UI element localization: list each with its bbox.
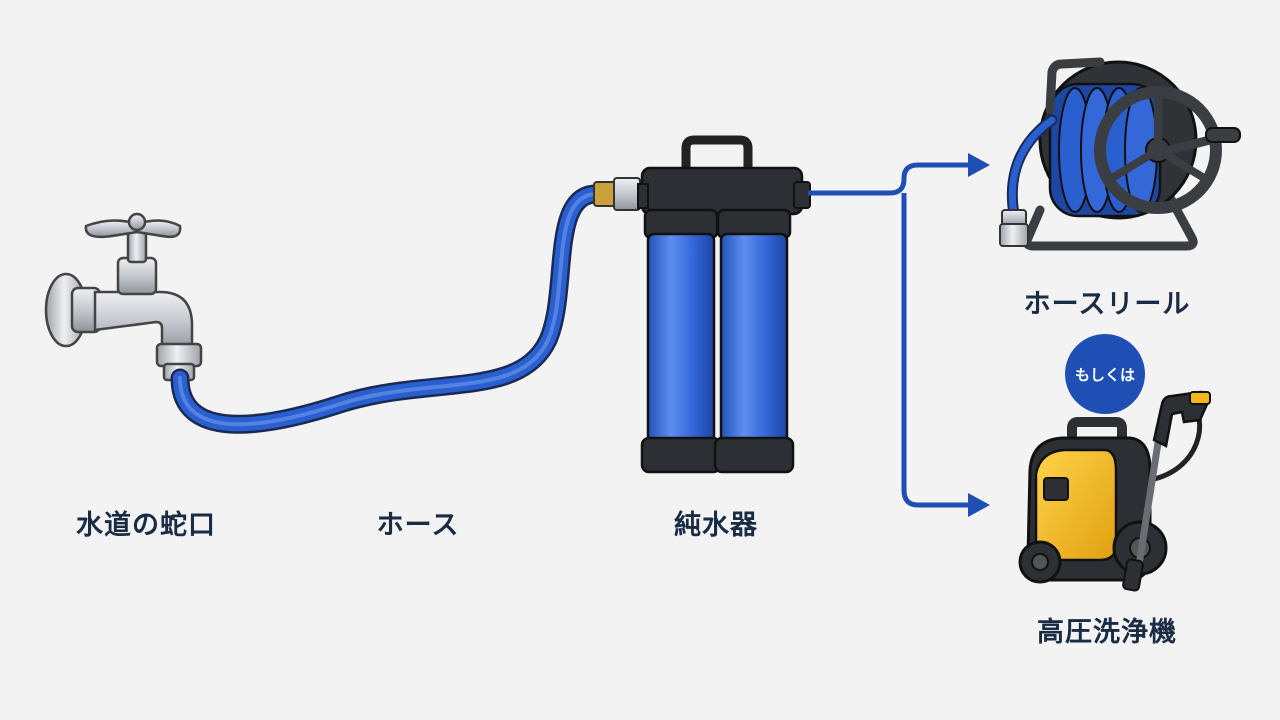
water-purifier-icon [637,135,811,474]
purifier-label: 純水器 [674,510,758,541]
hose-reel-label: ホースリール [1023,289,1191,320]
hose-label: ホース [376,510,460,541]
faucet-icon [44,212,203,382]
faucet-label: 水道の蛇口 [76,510,216,541]
hose-reel-icon [999,57,1241,251]
arrow-icon [808,153,990,517]
or-badge: もしくは [1065,334,1145,414]
pressure-washer-icon [1018,390,1211,592]
hose-icon [170,177,641,434]
pressure-washer-label: 高圧洗浄機 [1037,617,1177,648]
